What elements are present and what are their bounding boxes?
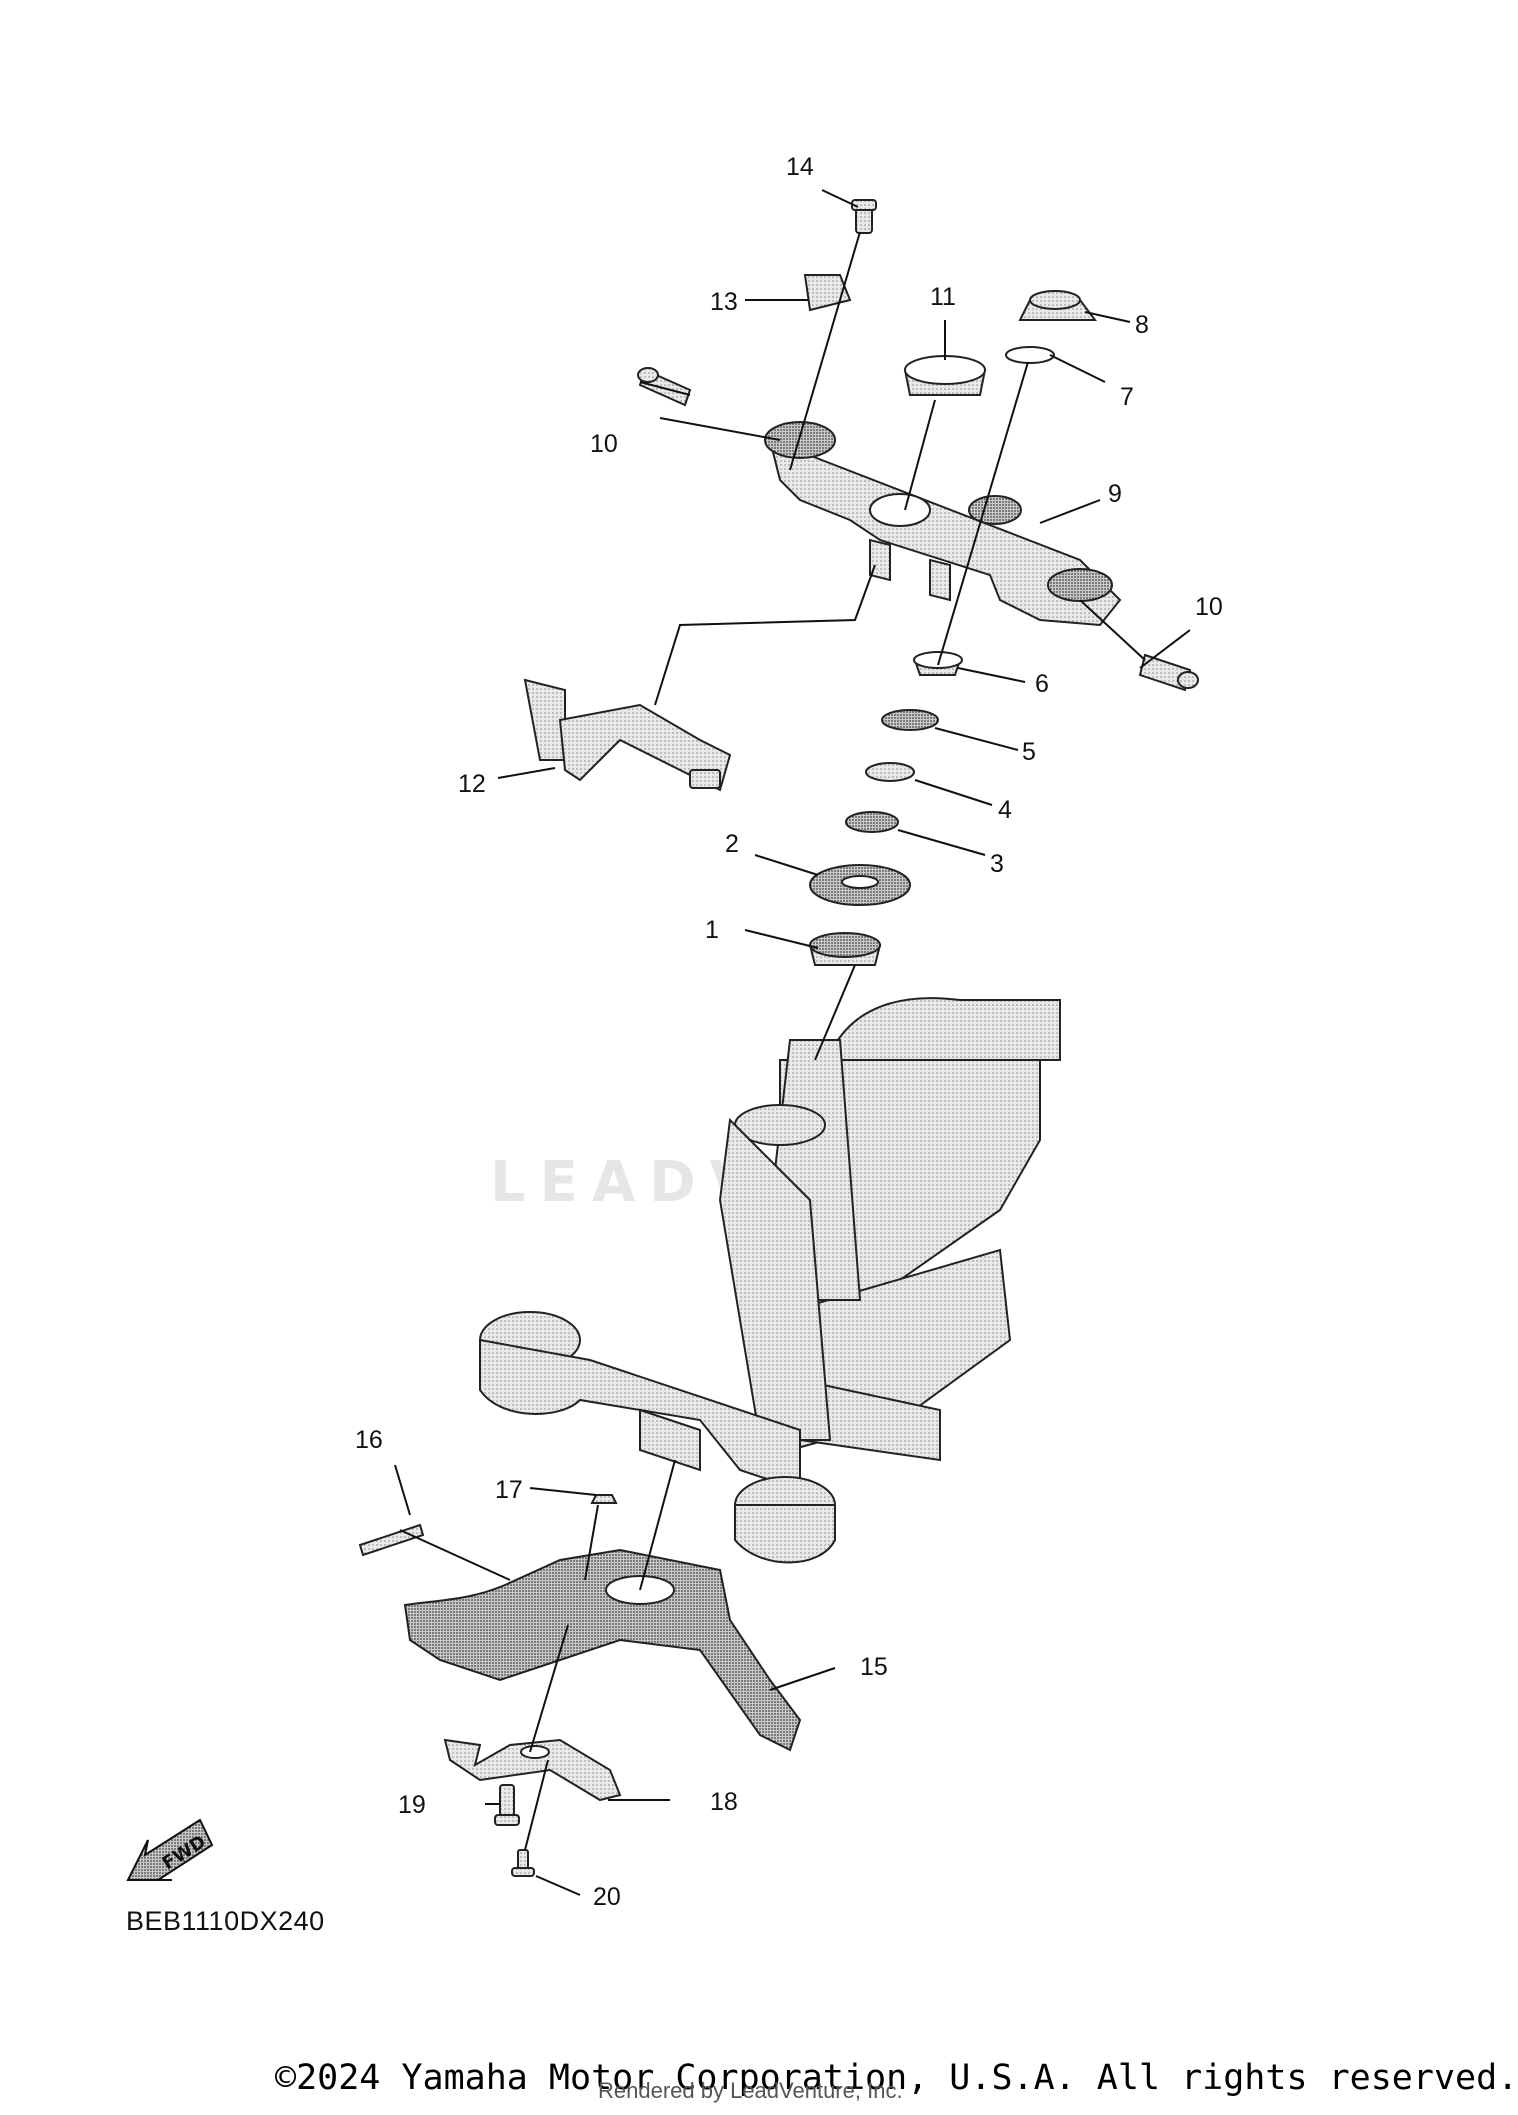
- part-12-cable-guide: [523, 678, 732, 792]
- callout-17: 17: [495, 1476, 523, 1504]
- part-13-clamp: [803, 274, 852, 312]
- part-16-strip: [358, 1523, 425, 1557]
- part-18-bracket: [443, 1738, 622, 1802]
- part-15-cover: [403, 1548, 802, 1752]
- callout-9: 9: [1108, 480, 1122, 508]
- callout-6: 6: [1035, 670, 1049, 698]
- fwd-arrow-icon: FWD: [126, 1818, 214, 1881]
- callout-5: 5: [1022, 738, 1036, 766]
- watermark: LEADV: [490, 1150, 768, 1215]
- upper-bracket: [764, 421, 1122, 627]
- callout-7: 7: [1120, 383, 1134, 411]
- callout-19: 19: [398, 1791, 426, 1819]
- callout-4: 4: [998, 796, 1012, 824]
- part-10-bolt-right: [1138, 653, 1199, 692]
- part-4-ring: [865, 762, 915, 782]
- copyright-footer: ©2024 Yamaha Motor Corporation, U.S.A. A…: [275, 2058, 1518, 2098]
- callout-15: 15: [860, 1653, 888, 1681]
- callout-10-left: 10: [590, 430, 618, 458]
- diagram-code: BEB1110DX240: [126, 1906, 325, 1936]
- rendered-by: Rendered by LeadVenture, Inc.: [598, 2078, 903, 2103]
- callout-labels: 1 2 3 4 5 6 7 8 9 10 10 11 12 13 14 15 1…: [355, 153, 1223, 1911]
- callout-1: 1: [705, 916, 719, 944]
- callout-12: 12: [458, 770, 486, 798]
- part-10-bolt-left: [637, 367, 692, 407]
- callout-11: 11: [930, 283, 956, 311]
- part-17-nut: [590, 1494, 618, 1504]
- leader-lines: [394, 189, 1191, 1896]
- part-2-seal: [809, 864, 911, 906]
- callout-2: 2: [725, 830, 739, 858]
- part-5-ring: [881, 709, 939, 731]
- callout-13: 13: [710, 288, 738, 316]
- callout-16: 16: [355, 1426, 383, 1454]
- callout-18: 18: [710, 1788, 738, 1816]
- callout-8: 8: [1135, 311, 1149, 339]
- callout-14: 14: [786, 153, 814, 181]
- lower-bracket: [479, 1311, 836, 1564]
- part-1-bearing: [808, 932, 882, 966]
- part-8-cap: [1018, 290, 1097, 321]
- steering-head: [718, 1039, 862, 1441]
- part-3-bearing: [845, 811, 899, 833]
- callout-3: 3: [990, 850, 1004, 878]
- part-7-washer: [1005, 346, 1055, 364]
- part-6-washer: [913, 651, 963, 676]
- part-20-screw: [511, 1849, 535, 1877]
- part-11-nut: [903, 355, 987, 396]
- callout-20: 20: [593, 1883, 621, 1911]
- part-19-bolt: [494, 1784, 520, 1826]
- callout-10-right: 10: [1195, 593, 1223, 621]
